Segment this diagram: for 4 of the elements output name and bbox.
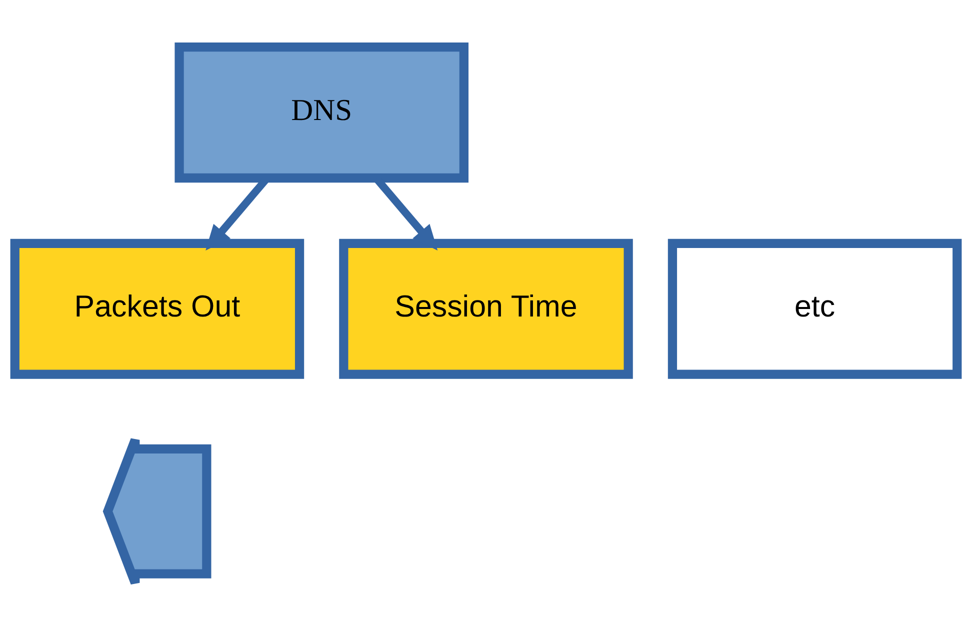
node-box: Packets Out xyxy=(10,238,304,378)
node-box: Session Time xyxy=(339,238,633,378)
node-box: DNS xyxy=(174,42,468,182)
node-box: etc xyxy=(668,238,962,378)
